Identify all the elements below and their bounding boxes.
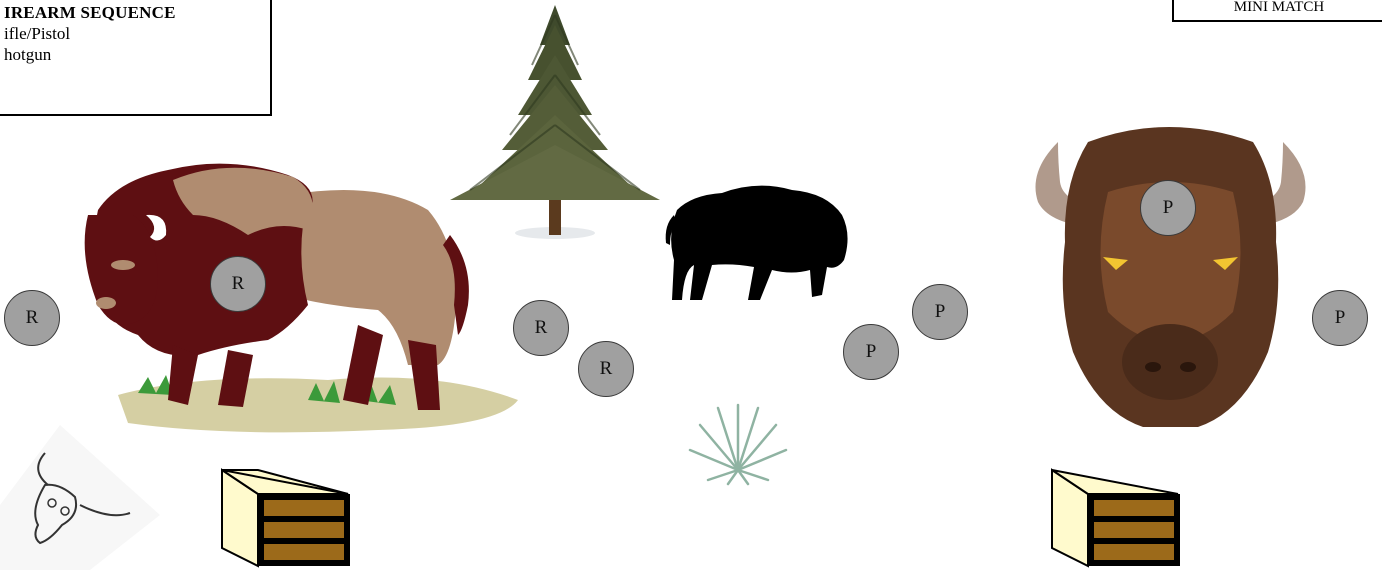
target-r-4: R xyxy=(578,341,634,397)
target-r-2: R xyxy=(210,256,266,312)
sequence-item-1: ifle/Pistol xyxy=(4,23,270,44)
cow-skull-icon xyxy=(0,425,160,570)
firearm-sequence-title: IREARM SEQUENCE xyxy=(4,2,270,23)
target-p-2: P xyxy=(912,284,968,340)
ammo-box-right xyxy=(1050,468,1182,568)
bison-silhouette-icon xyxy=(662,175,852,305)
yucca-plant-icon xyxy=(688,400,788,485)
firearm-sequence-box: IREARM SEQUENCE ifle/Pistol hotgun xyxy=(0,0,272,116)
target-p-3: P xyxy=(1140,180,1196,236)
bison-illustration-icon xyxy=(78,155,523,435)
target-r-1: R xyxy=(4,290,60,346)
target-r-3: R xyxy=(513,300,569,356)
match-type-label: MINI MATCH xyxy=(1172,0,1382,22)
sequence-item-2: hotgun xyxy=(4,44,270,65)
ammo-box-left xyxy=(220,468,352,568)
target-p-4: P xyxy=(1312,290,1368,346)
target-p-1: P xyxy=(843,324,899,380)
bison-head-icon xyxy=(1028,122,1313,432)
